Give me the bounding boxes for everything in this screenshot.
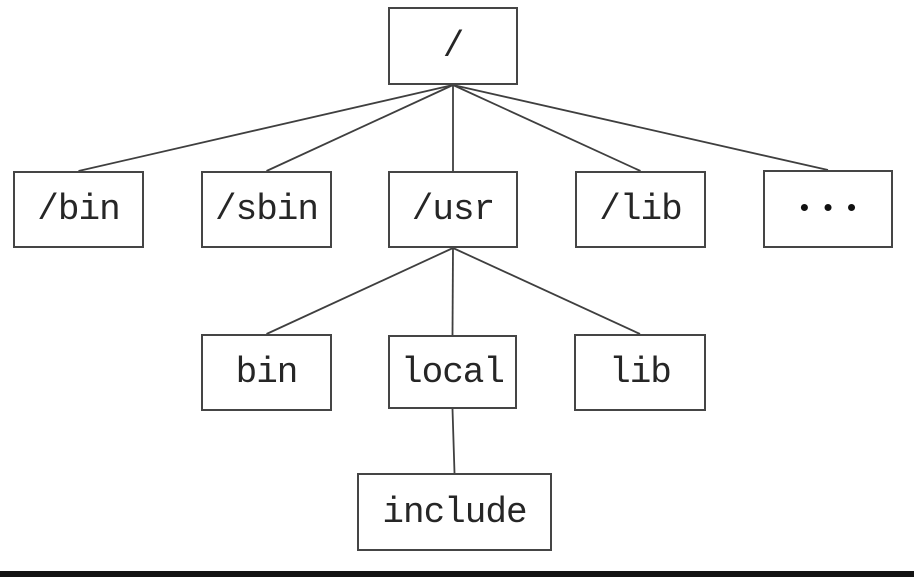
edge-root-lib (452, 84, 641, 172)
tree-node-usr-bin: bin (201, 334, 332, 411)
node-label-usr-local: local (400, 351, 505, 393)
node-label-sbin: /sbin (214, 189, 319, 230)
tree-node-bin: /bin (13, 171, 144, 248)
tree-node-more: ••• (763, 170, 893, 248)
tree-node-usr-local-include: include (357, 473, 552, 551)
tree-node-lib: /lib (575, 171, 706, 248)
edge-root-sbin (266, 84, 454, 172)
node-label-lib: /lib (599, 189, 682, 230)
edge-usr-usr-local (451, 247, 454, 336)
tree-node-sbin: /sbin (201, 171, 332, 248)
node-label-usr-lib: lib (609, 352, 672, 393)
edge-usr-local-usr-local-include (451, 408, 456, 474)
node-label-usr-bin: bin (235, 352, 299, 393)
edge-usr-usr-bin (266, 247, 454, 335)
node-label-usr: /usr (411, 189, 495, 230)
tree-node-root: / (388, 7, 518, 85)
edge-root-bin (78, 84, 454, 172)
edge-root-more (452, 84, 829, 171)
node-label-usr-local-include: include (382, 491, 527, 533)
node-label-bin: /bin (37, 189, 120, 230)
node-label-root: / (442, 25, 465, 67)
edge-usr-usr-lib (452, 247, 641, 335)
bottom-bar (0, 571, 914, 577)
tree-node-usr-lib: lib (574, 334, 706, 411)
node-label-more: ••• (796, 194, 868, 224)
tree-node-usr-local: local (388, 335, 517, 409)
tree-node-usr: /usr (388, 171, 518, 248)
